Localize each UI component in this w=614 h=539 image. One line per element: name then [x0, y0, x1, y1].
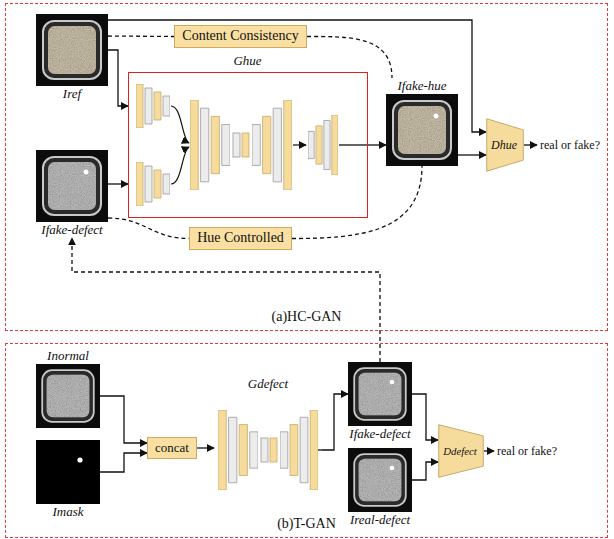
node-label: Imask	[52, 504, 83, 520]
node-label: Iref	[63, 86, 81, 102]
hue-generator-layers	[136, 84, 368, 206]
connector	[412, 394, 438, 440]
loss-tag: Hue Controlled	[189, 227, 292, 250]
connector	[108, 218, 189, 239]
node-label: (b)T-GAN	[277, 516, 336, 533]
connector	[72, 238, 380, 362]
normal-image	[36, 364, 100, 428]
node-label: Ireal-defect	[350, 512, 410, 528]
generator-network: Gdefect	[214, 376, 322, 510]
connector	[458, 154, 486, 155]
output-arrows	[484, 145, 537, 451]
connector	[368, 144, 386, 145]
defect-dot	[390, 466, 395, 471]
node-label: Hue Controlled	[197, 230, 284, 247]
node-label: Ddefect	[443, 445, 477, 458]
node-label: Inormal	[47, 348, 89, 364]
image-thumbnail: Imask	[36, 440, 100, 520]
discriminator-trapezoid: Ddefect	[438, 424, 484, 478]
defect-generator-layers	[218, 410, 322, 490]
connector	[108, 183, 128, 184]
defect-image	[36, 150, 108, 222]
discriminator-trapezoid: Dhue	[486, 118, 524, 172]
connector	[100, 453, 147, 472]
connector	[292, 166, 422, 239]
output-label-holder: real or fake?	[497, 444, 557, 458]
reference-image	[36, 14, 108, 86]
loss-tag: Content Consistency	[174, 25, 307, 48]
output-label: real or fake?	[540, 138, 600, 152]
image-thumbnail: Ireal-defect	[348, 448, 412, 528]
connector	[322, 394, 348, 450]
node-label: concat	[155, 440, 189, 456]
defect-image	[348, 362, 412, 426]
node-label: Content Consistency	[182, 28, 298, 45]
image-thumbnail: Iref	[36, 14, 108, 102]
connector	[108, 35, 174, 37]
hue-image	[386, 94, 458, 166]
image-pictures	[36, 14, 458, 512]
node-label: Ifake-defect	[349, 426, 410, 442]
connector	[197, 447, 214, 448]
dashed-region: (a)HC-GANIrefContent ConsistencyGhueIfak…	[6, 4, 607, 330]
defect-dot	[84, 170, 89, 175]
image-thumbnail: Ifake-defect	[36, 150, 108, 238]
connector	[108, 20, 486, 132]
node-label: Ifake-defect	[41, 222, 102, 238]
node-label: Dhue	[491, 138, 517, 152]
mask-image	[36, 440, 100, 504]
output-label: real or fake?	[497, 444, 557, 458]
connector	[412, 462, 438, 480]
mask-dot	[77, 457, 82, 462]
node-label: Ghue	[233, 53, 261, 69]
image-thumbnail: Ifake-defect	[348, 362, 412, 442]
node-label: Ifake-hue	[397, 78, 446, 94]
defect-dot	[390, 380, 395, 385]
dashed-region: (b)T-GAN InormalImask concat GdefectIfake-d…	[6, 344, 607, 537]
connector	[100, 396, 147, 443]
generator-box: Ghue	[128, 72, 368, 218]
output-label-holder: real or fake?	[540, 138, 600, 152]
connector	[108, 50, 128, 106]
image-thumbnail: Ifake-hue	[386, 78, 458, 166]
node-label: (a)HC-GAN	[272, 309, 342, 326]
defect-dot	[434, 114, 439, 119]
concat-box: concat	[147, 437, 197, 459]
node-label: Gdefect	[248, 376, 288, 392]
defect-image	[348, 448, 412, 512]
image-thumbnail: Inormal	[36, 348, 100, 428]
